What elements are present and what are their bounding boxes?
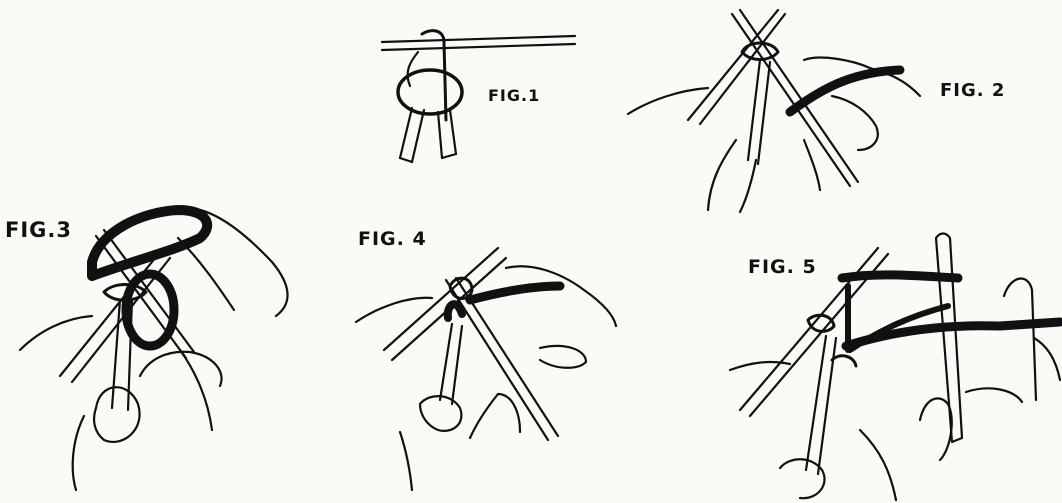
fig4-drawing <box>356 248 616 490</box>
fig2-caption: FIG. 2 <box>940 80 1005 101</box>
fig4-caption: FIG. 4 <box>358 228 427 250</box>
fig1-drawing <box>382 31 575 162</box>
fig3-caption: FIG.3 <box>5 218 72 242</box>
fig3-drawing <box>20 208 288 490</box>
fig5-caption: FIG. 5 <box>748 256 817 278</box>
fig1-caption: FIG.1 <box>488 86 540 105</box>
fig2-drawing <box>628 10 920 212</box>
